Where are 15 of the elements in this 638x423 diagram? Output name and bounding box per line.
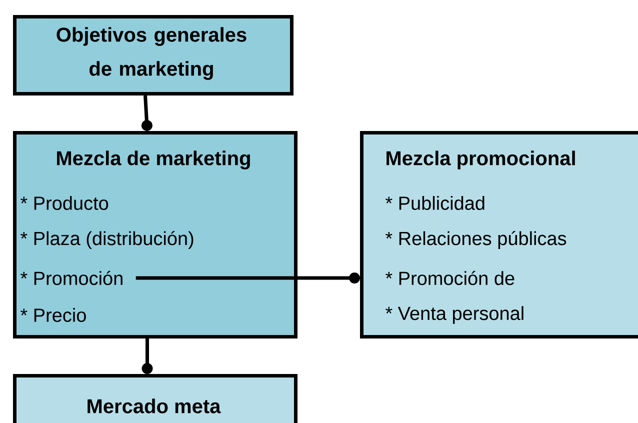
connector xyxy=(141,95,152,131)
box-heading: Mercado meta xyxy=(88,398,221,414)
list-item: * Producto xyxy=(20,196,108,210)
connector xyxy=(136,272,360,284)
box-heading: Mezcla de marketing xyxy=(57,150,250,170)
list-item: * Promoción xyxy=(20,270,122,286)
list-item: * Relaciones públicas xyxy=(386,231,566,249)
connector xyxy=(142,338,153,374)
list-item: * Venta personal xyxy=(386,306,524,324)
list-item: * Precio xyxy=(20,308,86,322)
list-item: * Plaza (distribución) xyxy=(20,231,194,249)
list-item: * Publicidad xyxy=(386,196,484,210)
box-heading: Mezcla promocional xyxy=(386,150,575,170)
box-heading: Objetivos generales de marketing xyxy=(56,27,246,80)
list-item: * Promoción de xyxy=(386,270,514,286)
